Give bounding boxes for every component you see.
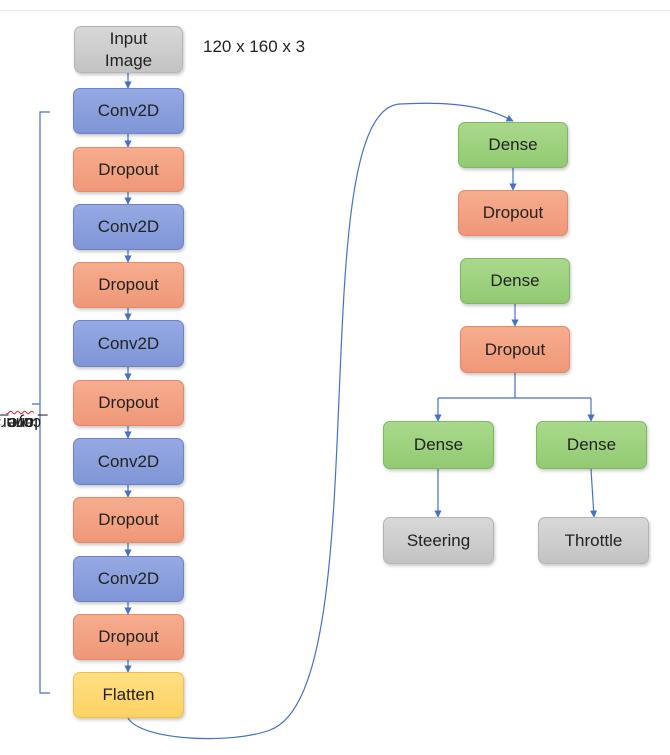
dropout-node-5: Dropout <box>73 614 184 660</box>
arrow-flatten-dense <box>127 102 514 740</box>
dropout-node-4: Dropout <box>73 497 184 543</box>
dropout-node-7: Dropout <box>460 326 570 373</box>
input-shape-label: 120 x 160 x 3 <box>203 37 306 56</box>
input-image-node: Input Image <box>74 26 183 73</box>
dropout-node-3: Dropout <box>73 380 184 426</box>
dense-node-left: Dense <box>383 421 494 469</box>
arrow-dense-right-throttle <box>590 468 598 518</box>
dense-node-2: Dense <box>460 258 570 304</box>
dropout-node-1: Dropout <box>73 147 184 192</box>
flatten-node: Flatten <box>73 672 184 718</box>
conv2d-node-1: Conv2D <box>73 88 184 134</box>
cnn-bracket <box>32 111 50 694</box>
dense-node-right: Dense <box>536 421 647 469</box>
conv2d-node-5: Conv2D <box>73 556 184 602</box>
dense-node-1: Dense <box>458 122 568 168</box>
steering-output-node: Steering <box>383 517 494 564</box>
throttle-output-node: Throttle <box>538 517 649 564</box>
conv2d-node-3: Conv2D <box>73 320 184 367</box>
conv2d-node-4: Conv2D <box>73 438 184 485</box>
dropout-node-6: Dropout <box>458 190 568 236</box>
top-divider <box>0 10 670 11</box>
split-branch <box>438 373 591 399</box>
dropout-node-2: Dropout <box>73 262 184 308</box>
side-label-suffix: _layers <box>0 414 48 433</box>
conv2d-node-2: Conv2D <box>73 204 184 250</box>
